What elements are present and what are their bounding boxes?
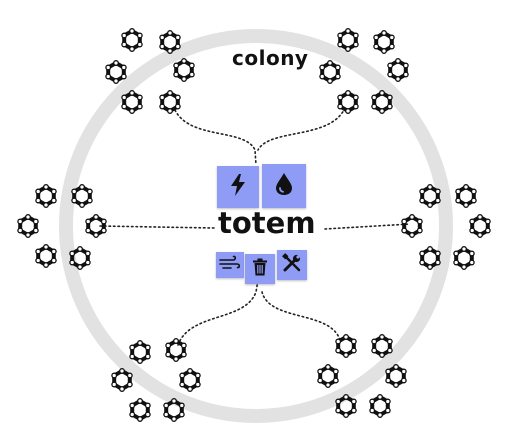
connection-top-left: [174, 109, 257, 166]
connection-bottom-right: [261, 291, 341, 341]
note-energy[interactable]: [217, 166, 259, 208]
hex-node: [157, 88, 183, 116]
connection-left: [99, 225, 215, 229]
connection-right: [324, 223, 411, 230]
hex-node: [399, 212, 425, 240]
colony-ring: [59, 29, 453, 423]
colony-label: colony: [232, 46, 309, 70]
hex-node: [335, 26, 361, 54]
trash-can-icon: [252, 258, 268, 280]
hex-node: [385, 56, 411, 84]
hex-node: [315, 362, 341, 390]
hex-node: [367, 392, 393, 420]
tools-icon: [282, 253, 302, 277]
note-waste[interactable]: [245, 254, 275, 284]
hex-node: [467, 212, 493, 240]
connections: [99, 107, 411, 346]
connection-top-right: [257, 107, 346, 151]
hex-node: [15, 212, 41, 240]
hex-node: [335, 88, 361, 116]
hex-node: [33, 242, 59, 270]
hex-node: [33, 182, 59, 210]
hex-node: [127, 396, 153, 424]
hex-node: [103, 58, 129, 86]
hex-node: [127, 338, 153, 366]
hex-node: [171, 56, 197, 84]
wind-icon: [219, 255, 241, 275]
hex-node: [119, 26, 145, 54]
connection-bottom-left: [177, 279, 259, 346]
lightning-bolt-icon: [229, 174, 247, 200]
hex-node: [453, 182, 479, 210]
note-maintenance[interactable]: [277, 250, 307, 280]
totem-label: totem: [218, 206, 316, 240]
hex-node: [163, 336, 189, 364]
hex-node: [317, 58, 343, 86]
hex-node: [371, 28, 397, 56]
note-water[interactable]: [262, 164, 306, 208]
hex-node: [83, 212, 109, 240]
hex-node: [177, 366, 203, 394]
note-air[interactable]: [216, 252, 244, 278]
hex-node: [451, 244, 477, 272]
water-drop-icon: [274, 172, 294, 200]
